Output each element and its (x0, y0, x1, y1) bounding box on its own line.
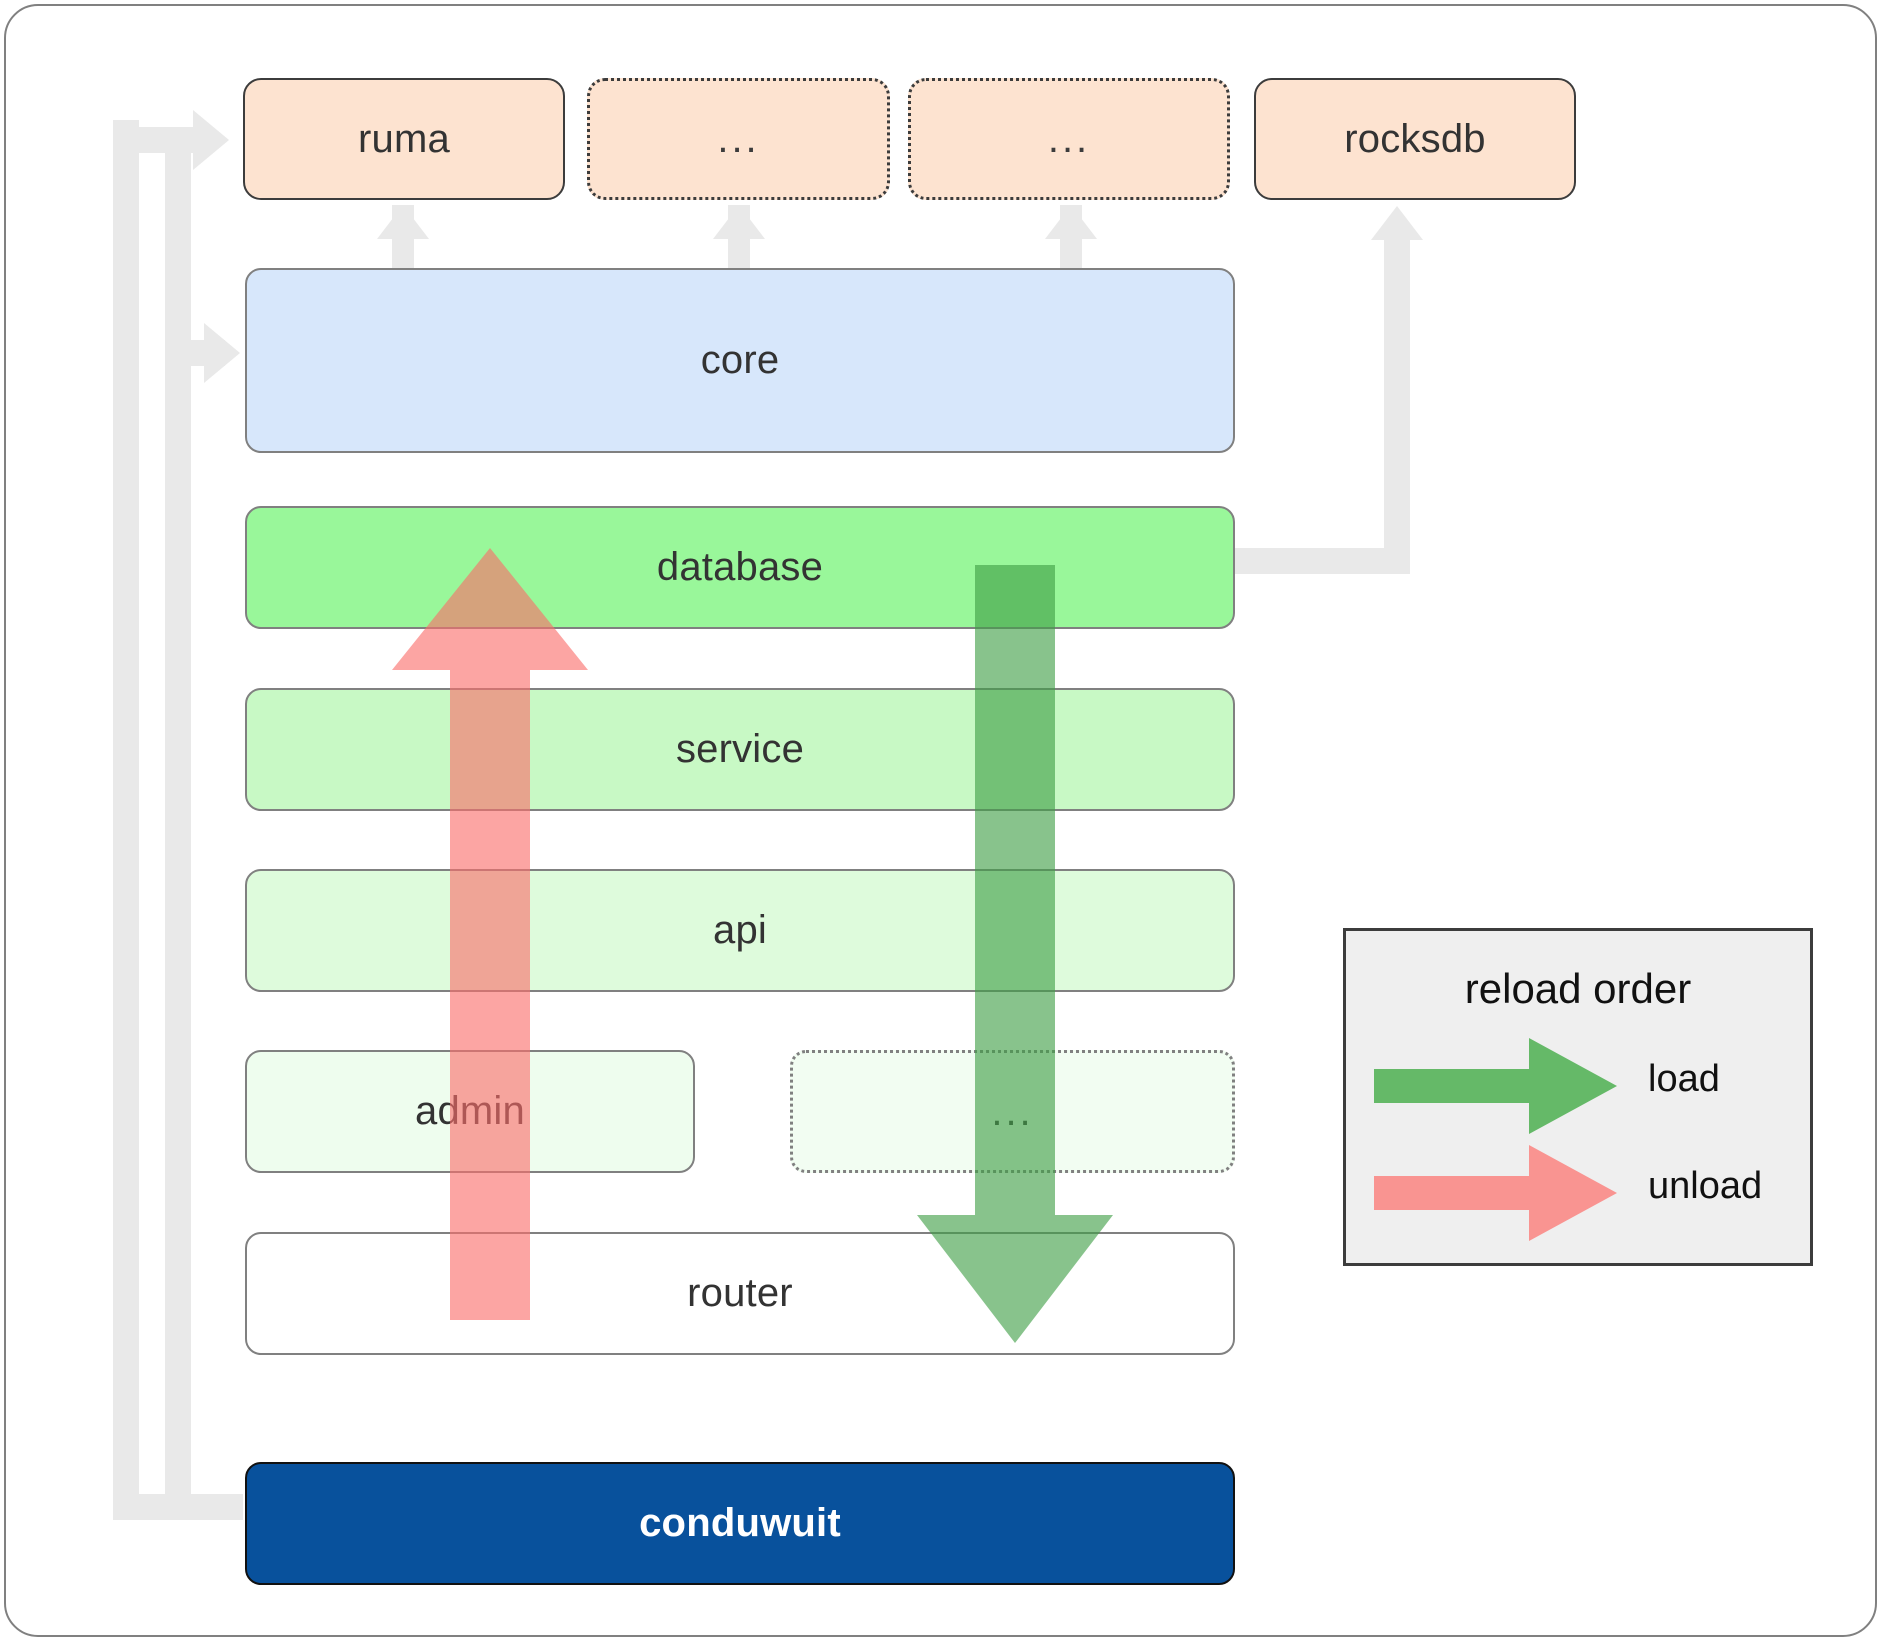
dependency-box-placeholder-2[interactable]: ... (908, 78, 1230, 200)
connector-core-to-dep3-arrowhead (1045, 205, 1097, 239)
legend-load-label: load (1648, 1058, 1720, 1100)
dependency-label-placeholder-1: ... (717, 117, 760, 161)
layer-label-service: service (675, 727, 805, 771)
dependency-label-rocksdb: rocksdb (1344, 116, 1486, 161)
dependency-box-placeholder-1[interactable]: ... (587, 78, 890, 200)
connector-to-core-arrowhead (204, 323, 240, 383)
dependency-label-ruma: ruma (358, 116, 450, 161)
connector-database-to-rocksdb-horizontal (1220, 548, 1410, 574)
layer-box-service[interactable]: service (245, 688, 1235, 811)
layer-box-admin[interactable]: admin (245, 1050, 695, 1173)
connector-branch-vertical (165, 127, 191, 1517)
legend-title: reload order (1464, 965, 1692, 1012)
layer-box-api[interactable]: api (245, 869, 1235, 992)
connector-spine-vertical (113, 120, 139, 1520)
legend-panel: reload order load unload (1343, 928, 1813, 1266)
connector-database-to-rocksdb-vertical (1384, 240, 1410, 574)
legend-unload-label: unload (1648, 1165, 1763, 1207)
layer-label-core: core (700, 338, 780, 382)
connector-database-to-rocksdb-arrowhead (1371, 206, 1423, 240)
legend-load-arrow-icon (1374, 1038, 1617, 1134)
layer-label-api: api (713, 908, 767, 952)
layer-box-router[interactable]: router (245, 1232, 1235, 1355)
dependency-label-placeholder-2: ... (1047, 117, 1091, 161)
binary-box-conduwuit[interactable]: conduwuit (245, 1462, 1235, 1585)
connector-to-ruma-arrowhead (193, 110, 229, 170)
legend-unload-arrow-icon (1374, 1145, 1617, 1241)
layer-box-placeholder[interactable]: ... (790, 1050, 1235, 1173)
layer-box-core[interactable]: core (245, 268, 1235, 453)
layer-label-admin: admin (415, 1089, 525, 1133)
layer-label-database: database (656, 545, 824, 589)
connector-core-to-dep2-arrowhead (713, 205, 765, 239)
dependency-box-ruma[interactable]: ruma (243, 78, 565, 200)
binary-label-conduwuit: conduwuit (639, 1501, 841, 1545)
layer-label-placeholder: ... (991, 1089, 1034, 1134)
dependency-box-rocksdb[interactable]: rocksdb (1254, 78, 1576, 200)
layer-box-database[interactable]: database (245, 506, 1235, 629)
diagram-frame (4, 4, 1877, 1637)
layer-label-router: router (687, 1271, 793, 1315)
connector-core-to-ruma-arrowhead (377, 205, 429, 239)
